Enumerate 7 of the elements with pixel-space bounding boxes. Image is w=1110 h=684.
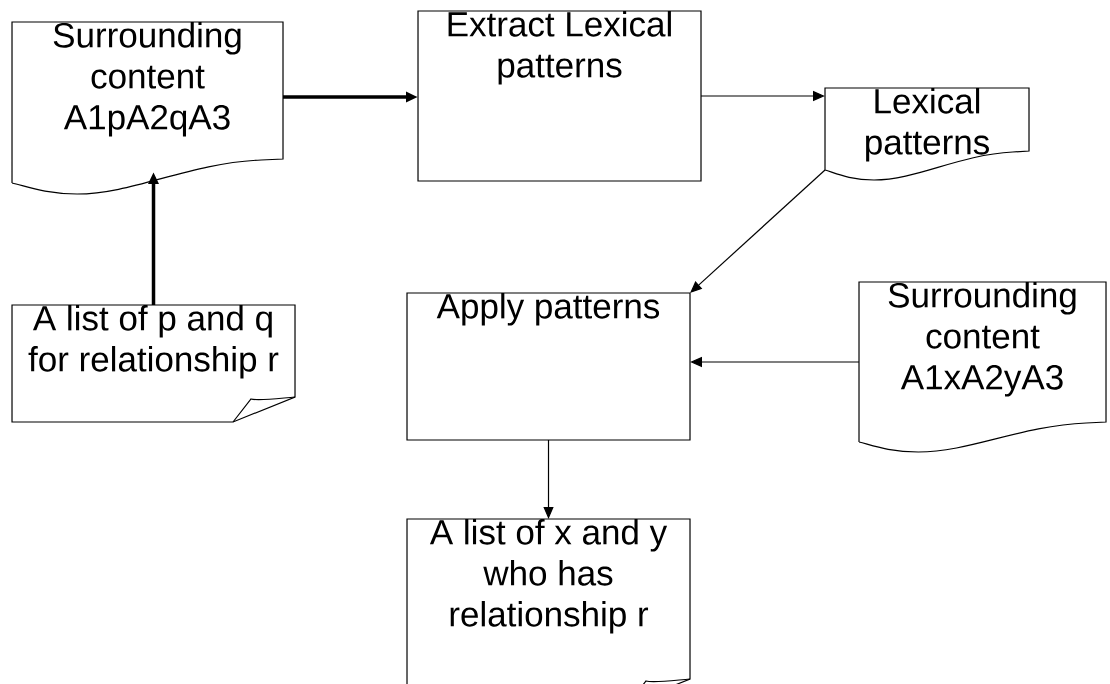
- process-box: Apply patterns: [406, 292, 691, 441]
- document-shape: Lexical patterns: [824, 87, 1030, 181]
- arrow: [543, 439, 554, 519]
- process-box: Extract Lexical patterns: [417, 10, 702, 182]
- document-shape: Surrounding content A1xA2yA3: [858, 281, 1107, 453]
- document-shape: Surrounding content A1pA2qA3: [11, 21, 284, 195]
- arrow: [690, 169, 826, 293]
